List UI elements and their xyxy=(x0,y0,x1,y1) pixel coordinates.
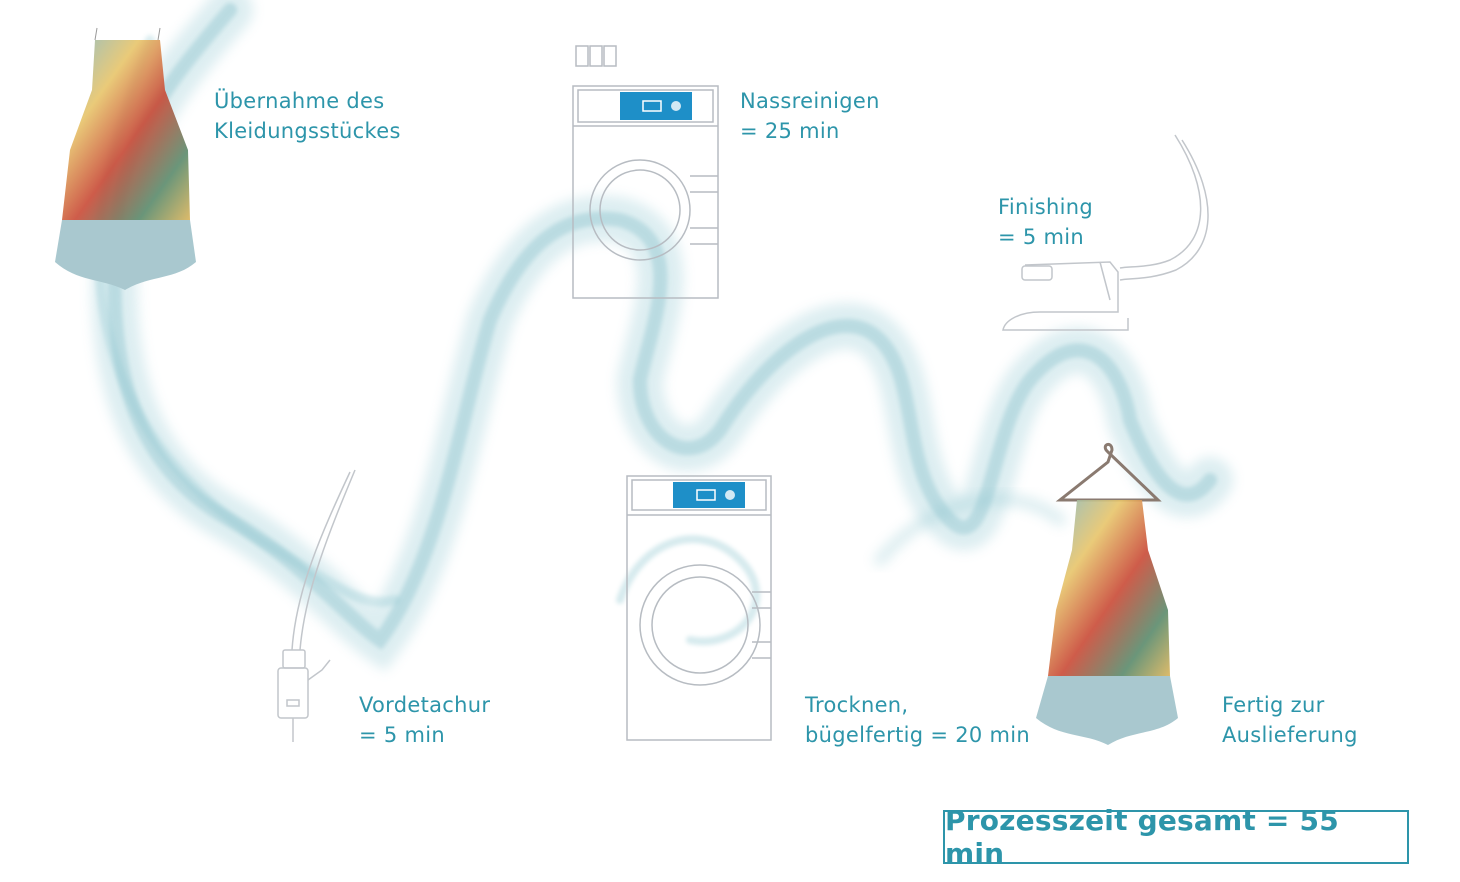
step-label-trocknen: Trocknen,bügelfertig = 20 min xyxy=(805,693,1031,747)
step-label-vordetachur: Vordetachur= 5 min xyxy=(359,693,491,747)
spotting-gun-icon xyxy=(277,469,356,742)
dryer-icon xyxy=(626,475,772,741)
step-label-nassreinigen: Nassreinigen= 25 min xyxy=(740,89,880,143)
dress-icon xyxy=(55,27,196,290)
iron-icon xyxy=(1002,134,1209,331)
hanger-dress-icon xyxy=(1036,442,1178,745)
step-label-finishing: Finishing= 5 min xyxy=(998,195,1093,249)
washing-machine-icon xyxy=(572,45,719,299)
total-process-time: Prozesszeit gesamt = 55 min xyxy=(943,804,1409,870)
